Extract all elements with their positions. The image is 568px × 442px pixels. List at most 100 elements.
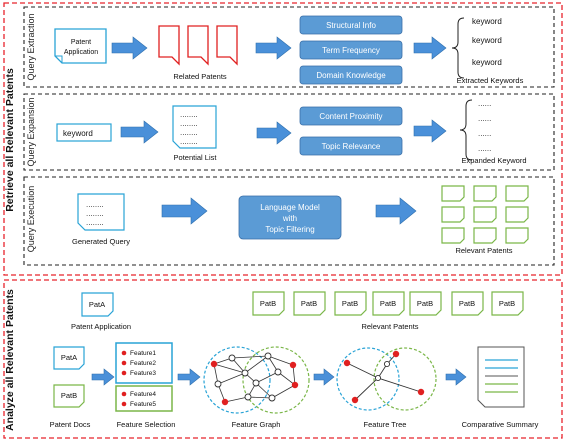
- extraction-factor-label: Term Frequency: [322, 46, 380, 55]
- feature-selection: Feature1 Feature2 Feature3 Feature4 Feat…: [115, 342, 173, 412]
- patb-label: PatB: [61, 391, 77, 400]
- feature-graph: [203, 346, 310, 414]
- query-expansion-title: Query Expansion: [26, 97, 36, 166]
- list-dots: ........: [180, 128, 198, 137]
- query-execution-box: [23, 176, 555, 266]
- patb-label: PatB: [499, 299, 515, 308]
- retrieve-section: [3, 2, 563, 276]
- relevant-patents-grid: [441, 185, 529, 244]
- model-line: Topic Filtering: [265, 225, 314, 234]
- arrow-icon: [445, 368, 467, 386]
- patb-label: PatB: [459, 299, 475, 308]
- query-extraction-box: [23, 6, 555, 88]
- patb-label: PatB: [342, 299, 358, 308]
- feature-tree-label: Feature Tree: [364, 420, 407, 429]
- brace-icon: [459, 99, 473, 161]
- model-line: Language Model: [260, 203, 320, 212]
- relevant-patents-row-label: Relevant Patents: [361, 322, 418, 331]
- arrow-icon: [91, 368, 115, 386]
- query-extraction-title: Query Extraction: [26, 13, 36, 80]
- patb-label: PatB: [417, 299, 433, 308]
- patb-doc: PatB: [409, 291, 442, 316]
- expansion-factor-label: Topic Relevance: [322, 142, 381, 151]
- keyword-input-box: keyword: [56, 123, 112, 142]
- comparative-summary-doc: [477, 346, 525, 408]
- patb-label: PatB: [260, 299, 276, 308]
- extraction-factor-domain-knowledge: Domain Knowledge: [299, 65, 403, 85]
- arrow-icon: [413, 36, 447, 60]
- analyze-section: [3, 279, 563, 439]
- expanded-dots: ......: [478, 114, 491, 123]
- extraction-factor-label: Domain Knowledge: [316, 71, 386, 80]
- patent-application-doc-line1: Patent: [71, 39, 91, 46]
- feature-selection-label: Feature Selection: [117, 420, 176, 429]
- list-dots: ........: [180, 119, 198, 128]
- patb-doc: PatB: [491, 291, 524, 316]
- keyword-item: keyword: [472, 36, 502, 45]
- feature-item: Feature2: [130, 360, 156, 367]
- related-patents-label: Related Patents: [173, 72, 227, 81]
- patent-docs: PatA PatB: [53, 346, 85, 408]
- relevant-patents-grid-label: Relevant Patents: [455, 246, 512, 255]
- expanded-dots: ......: [478, 129, 491, 138]
- extraction-factor-term-frequency: Term Frequency: [299, 40, 403, 60]
- arrow-icon: [177, 368, 201, 386]
- comparative-summary-label: Comparative Summary: [462, 420, 539, 429]
- feature-item: Feature5: [130, 401, 156, 408]
- patent-application-label: Patent Application: [71, 322, 131, 331]
- patb-doc: PatB: [293, 291, 326, 316]
- patb-doc: PatB: [372, 291, 405, 316]
- generated-query-doc: ........ ........ ........: [77, 193, 125, 231]
- feature-tree: [336, 347, 437, 411]
- query-dots: ........: [86, 218, 104, 227]
- arrow-icon: [375, 197, 417, 225]
- arrow-icon: [256, 121, 292, 145]
- arrow-icon: [111, 36, 148, 60]
- potential-list-doc: ........ ........ ........ ........: [172, 105, 217, 149]
- keyword-item: keyword: [472, 17, 502, 26]
- extracted-keywords-label: Extracted Keywords: [457, 76, 524, 85]
- patb-label: PatB: [380, 299, 396, 308]
- arrow-icon: [161, 197, 208, 225]
- patb-doc: PatB: [334, 291, 367, 316]
- keyword-item: keyword: [472, 58, 502, 67]
- expansion-factor-label: Content Proximity: [319, 112, 382, 121]
- pata-label: PatA: [89, 300, 105, 309]
- expanded-dots: ......: [478, 144, 491, 153]
- patent-application-doc: Patent Application: [54, 28, 107, 64]
- query-dots: ........: [86, 209, 104, 218]
- model-line: with: [282, 214, 297, 223]
- analyze-section-title: Analyze all Relevant Patents: [4, 289, 16, 431]
- patent-application-pata: PatA: [81, 292, 114, 317]
- retrieve-section-title: Retrieve all Relevant Patents: [4, 68, 16, 212]
- arrow-icon: [255, 36, 292, 60]
- feature-graph-label: Feature Graph: [232, 420, 281, 429]
- brace-icon: [451, 17, 465, 79]
- relevant-patb-row: PatB PatB PatB PatB PatB PatB PatB: [252, 291, 524, 316]
- language-model-box: Language Model with Topic Filtering: [238, 195, 342, 240]
- query-dots: ........: [86, 200, 104, 209]
- keyword-input-text: keyword: [63, 129, 93, 138]
- arrow-icon: [120, 120, 159, 144]
- generated-query-label: Generated Query: [72, 237, 130, 246]
- patb-label: PatB: [301, 299, 317, 308]
- feature-item: Feature3: [130, 370, 156, 377]
- expansion-factor-topic-relevance: Topic Relevance: [299, 136, 403, 156]
- extraction-factor-label: Structural Info: [326, 21, 376, 30]
- list-dots: ........: [180, 137, 198, 146]
- arrow-icon: [313, 368, 335, 386]
- arrow-icon: [413, 119, 447, 143]
- related-patents-docs: [158, 25, 238, 66]
- potential-list-label: Potential List: [174, 153, 218, 162]
- patent-docs-label: Patent Docs: [50, 420, 91, 429]
- patb-doc: PatB: [451, 291, 484, 316]
- expanded-dots: ......: [478, 99, 491, 108]
- list-dots: ........: [180, 110, 198, 119]
- patent-application-doc-line2: Application: [64, 49, 98, 56]
- pata-label: PatA: [61, 353, 77, 362]
- expansion-factor-content-proximity: Content Proximity: [299, 106, 403, 126]
- feature-item: Feature4: [130, 391, 156, 398]
- patb-doc: PatB: [252, 291, 285, 316]
